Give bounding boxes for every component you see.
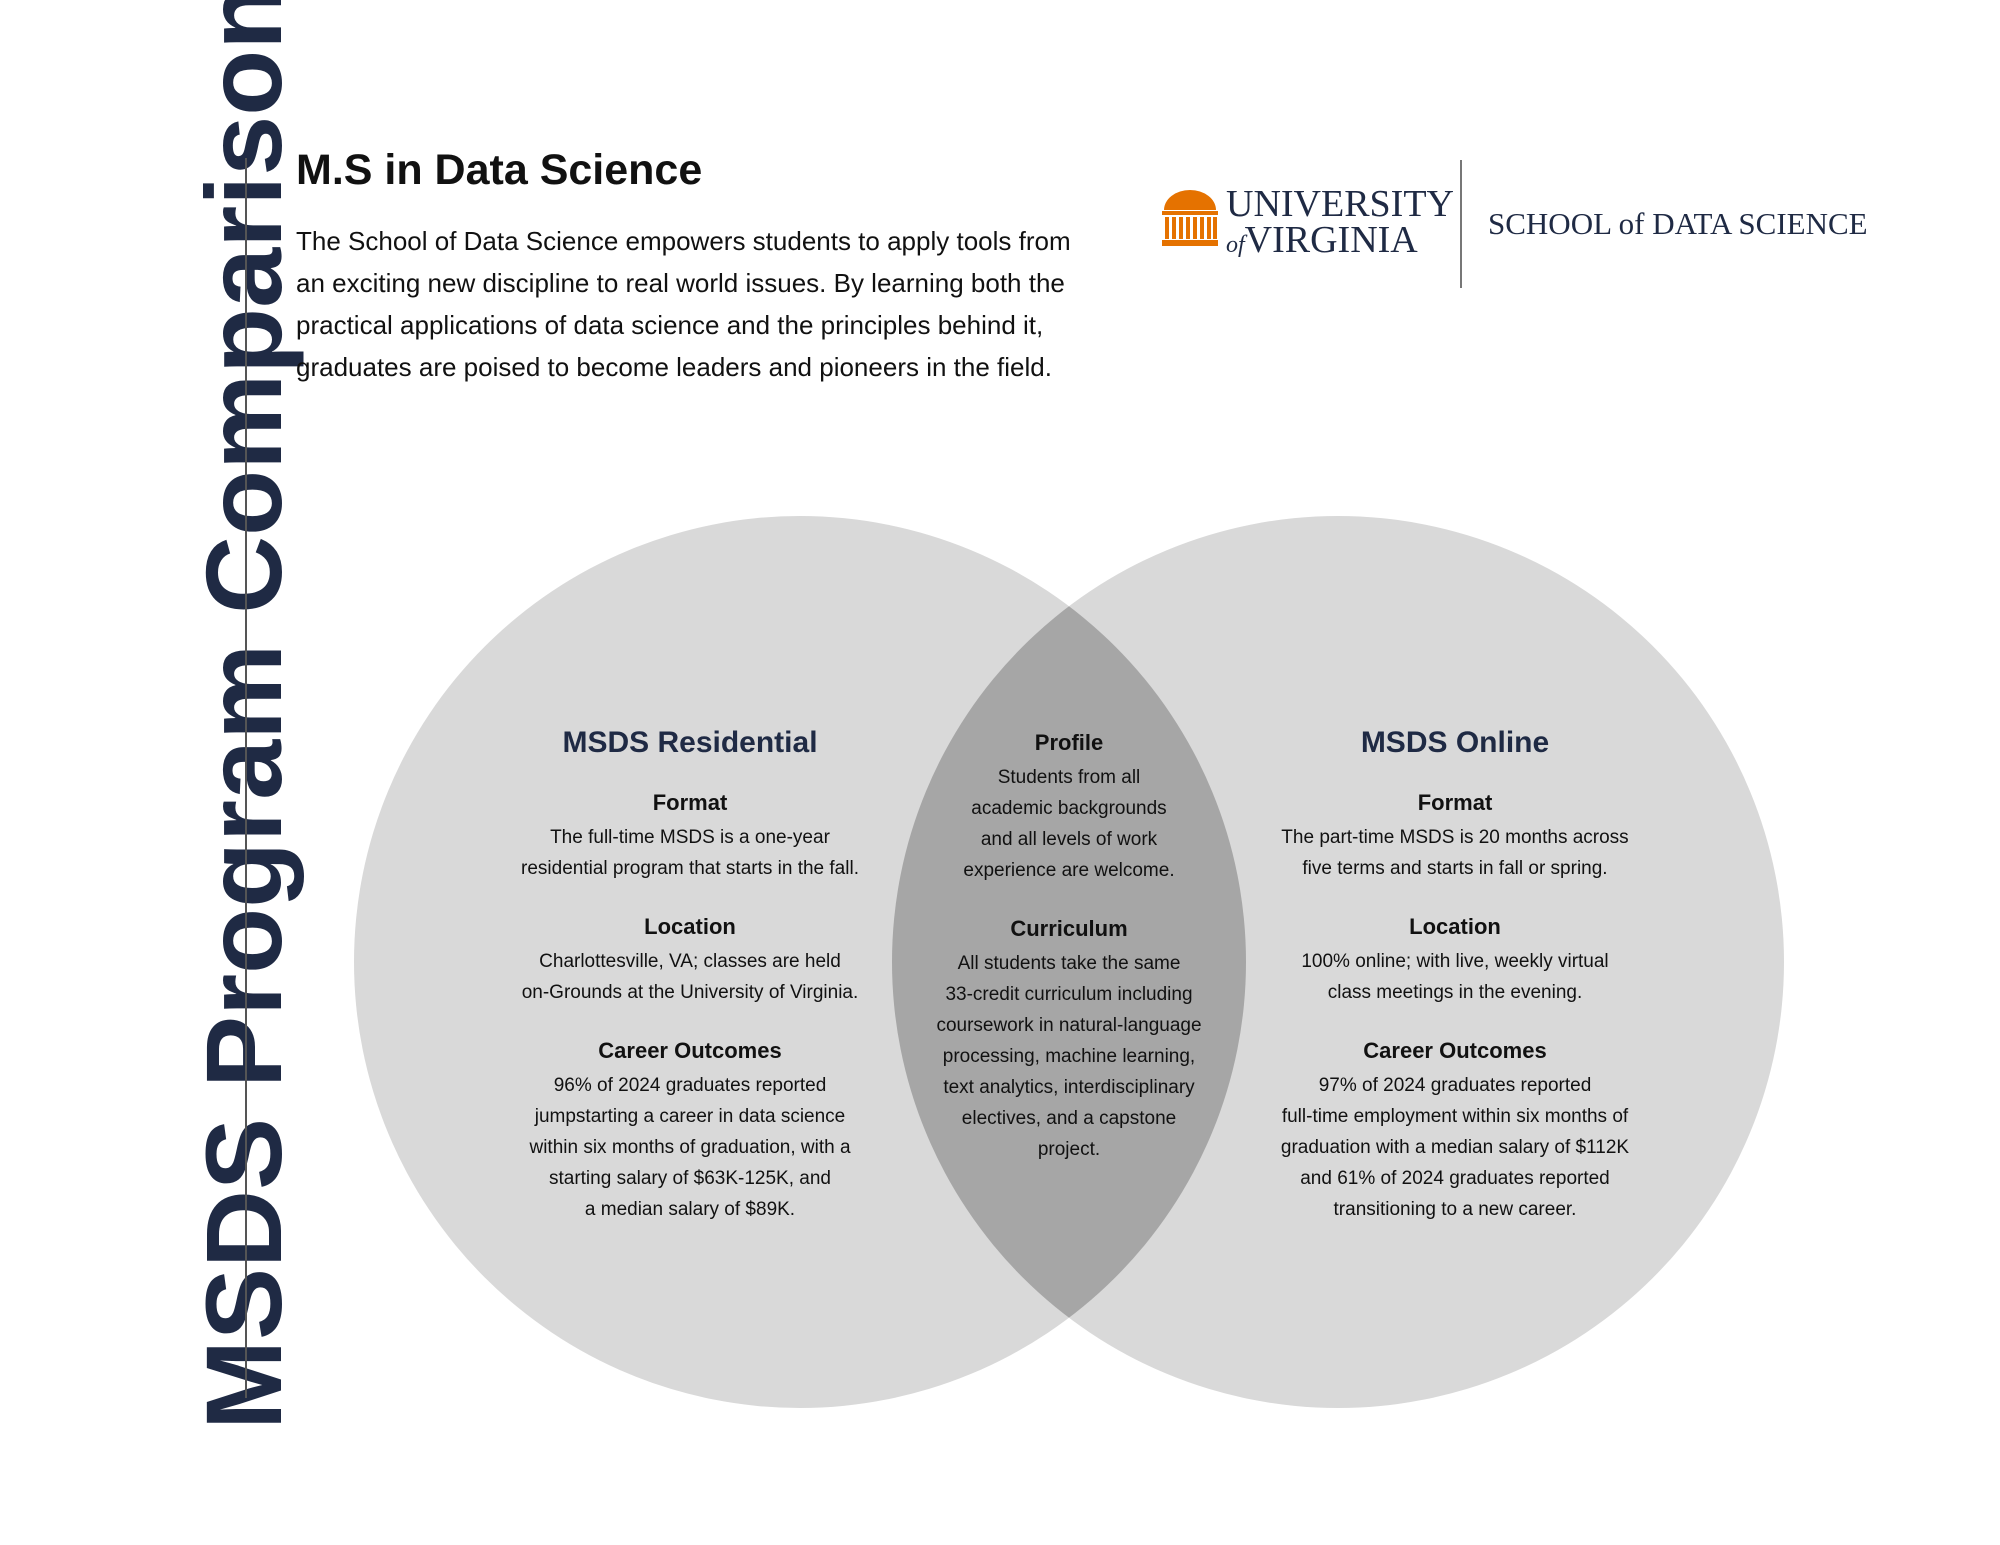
logo-separator xyxy=(1460,160,1462,288)
online-location-body: 100% online; with live, weekly virtual c… xyxy=(1301,951,1609,1003)
residential-format-title: Format xyxy=(652,790,728,815)
online-title: MSDS Online xyxy=(1360,726,1550,759)
vertical-divider xyxy=(245,158,247,1398)
online-career-body: 97% of 2024 graduates reported full-time… xyxy=(1280,1075,1630,1220)
curriculum-title: Curriculum xyxy=(1010,916,1128,941)
residential-format-body: The full-time MSDS is a one-year residen… xyxy=(521,827,859,879)
online-career-title: Career Outcomes xyxy=(1363,1038,1547,1063)
online-format-body: The part-time MSDS is 20 months across f… xyxy=(1281,827,1629,879)
residential-location-title: Location xyxy=(644,914,736,939)
overlap-region xyxy=(892,516,1246,1408)
profile-title: Profile xyxy=(1034,730,1104,755)
profile-body: Students from all academic backgrounds a… xyxy=(963,767,1175,881)
residential-career-title: Career Outcomes xyxy=(598,1038,782,1063)
logo-university: UNIVERSITY xyxy=(1226,183,1454,225)
residential-location-body: Charlottesville, VA; classes are held on… xyxy=(521,951,859,1003)
rotunda-icon xyxy=(1162,190,1218,246)
online-format-title: Format xyxy=(1417,790,1493,815)
intro-paragraph: The School of Data Science empowers stud… xyxy=(296,226,1071,382)
residential-title: MSDS Residential xyxy=(562,726,818,759)
logo-virginia: ofVIRGINIA xyxy=(1226,218,1418,262)
logo-of: of xyxy=(1226,232,1245,258)
curriculum-body: All students take the same 33-credit cur… xyxy=(936,953,1202,1160)
page-heading: M.S in Data Science xyxy=(296,146,703,194)
residential-career-body: 96% of 2024 graduates reported jumpstart… xyxy=(529,1075,851,1220)
residential-column: MSDS Residential Format The full-time MS… xyxy=(490,726,890,1255)
logo-school: SCHOOL of DATA SCIENCE xyxy=(1488,206,1868,241)
logo-virginia-word: VIRGINIA xyxy=(1244,219,1418,261)
online-location-title: Location xyxy=(1409,914,1501,939)
shared-column: Profile Students from all academic backg… xyxy=(914,730,1224,1195)
online-column: MSDS Online Format The part-time MSDS is… xyxy=(1250,726,1660,1255)
